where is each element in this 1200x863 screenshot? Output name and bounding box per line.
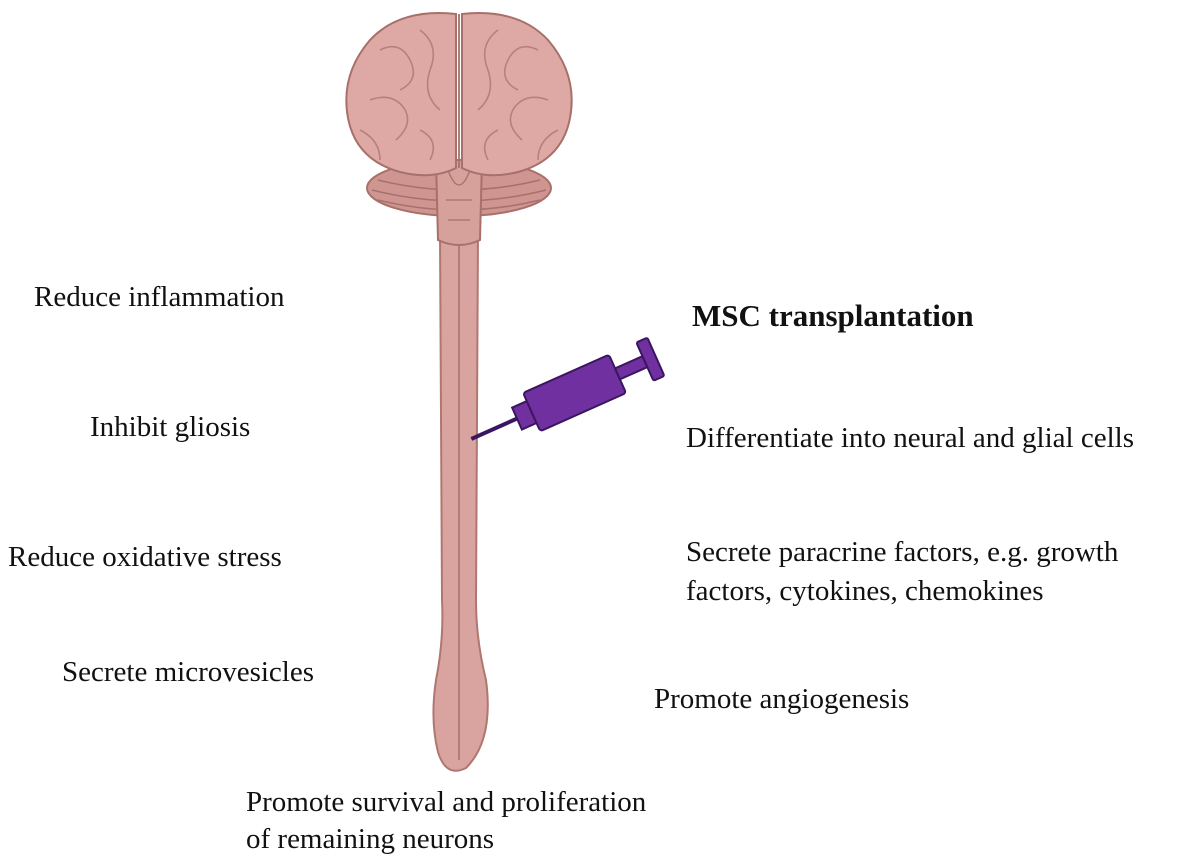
syringe-icon — [470, 337, 665, 441]
spinal-cord-icon — [432, 231, 489, 772]
effect-differentiate: Differentiate into neural and glial cell… — [686, 422, 1134, 454]
effect-secrete-microvesicles: Secrete microvesicles — [62, 656, 315, 688]
effect-reduce-oxidative-stress: Reduce oxidative stress — [8, 541, 282, 573]
title: MSC transplantation — [692, 298, 974, 333]
effect-reduce-inflammation: Reduce inflammation — [34, 281, 285, 313]
effect-promote-survival-line1: Promote survival and proliferation — [246, 786, 647, 818]
effect-inhibit-gliosis: Inhibit gliosis — [90, 411, 251, 443]
effect-promote-survival-line2: of remaining neurons — [246, 823, 495, 855]
effect-secrete-paracrine-line2: factors, cytokines, chemokines — [686, 575, 1044, 607]
effect-promote-angiogenesis: Promote angiogenesis — [654, 683, 910, 715]
brain-icon — [345, 12, 573, 246]
effect-secrete-paracrine-line1: Secrete paracrine factors, e.g. growth — [686, 536, 1119, 568]
